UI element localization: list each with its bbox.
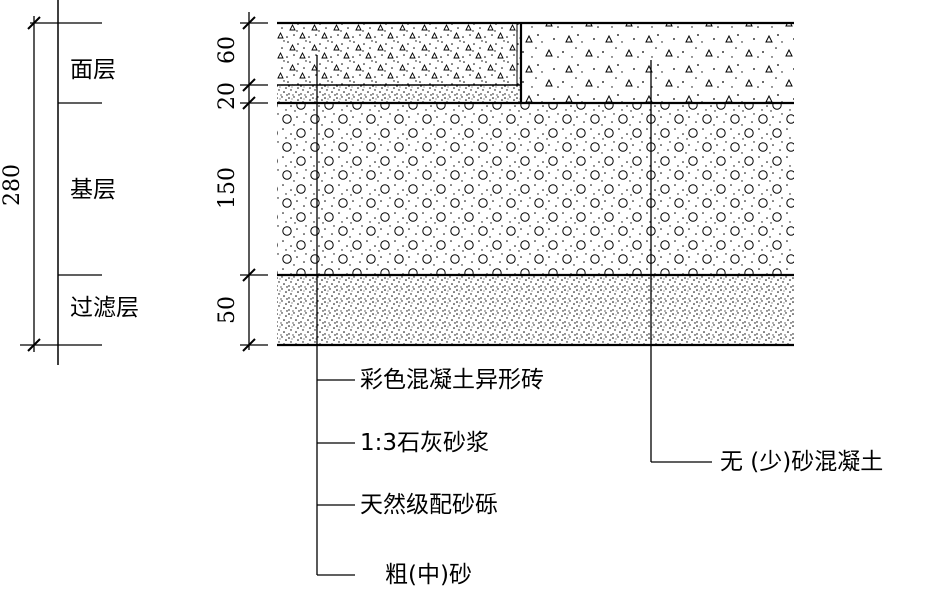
layer-colored-brick: [277, 23, 521, 85]
layer-gravel-base: [277, 103, 794, 275]
callout-sand: 粗(中)砂: [385, 562, 472, 588]
dimension-filter-value: 50: [215, 296, 240, 324]
layer-label-filter: 过滤层: [70, 295, 139, 321]
dimension-total-value: 280: [0, 164, 25, 206]
callout-lime-mortar: 1:3石灰砂浆: [360, 430, 490, 456]
dimension-chain: [240, 12, 268, 352]
dimension-base-value: 150: [215, 167, 240, 209]
callout-no-fines-concrete: 无 (少)砂混凝土: [720, 449, 884, 475]
layer-no-fines-concrete: [521, 23, 794, 103]
layer-label-surface: 面层: [70, 57, 116, 83]
callout-gravel: 天然级配砂砾: [360, 492, 498, 518]
dimension-brick-value: 60: [215, 36, 240, 64]
layer-label-base: 基层: [70, 177, 116, 203]
leader-lines: [316, 55, 712, 576]
dimension-mortar-value: 20: [215, 82, 240, 110]
layer-sand-filter: [277, 275, 794, 345]
callout-colored-brick: 彩色混凝土异形砖: [360, 367, 544, 393]
layer-lime-mortar: [277, 85, 521, 103]
dimension-total: [27, 16, 41, 352]
cross-section: [277, 21, 794, 347]
